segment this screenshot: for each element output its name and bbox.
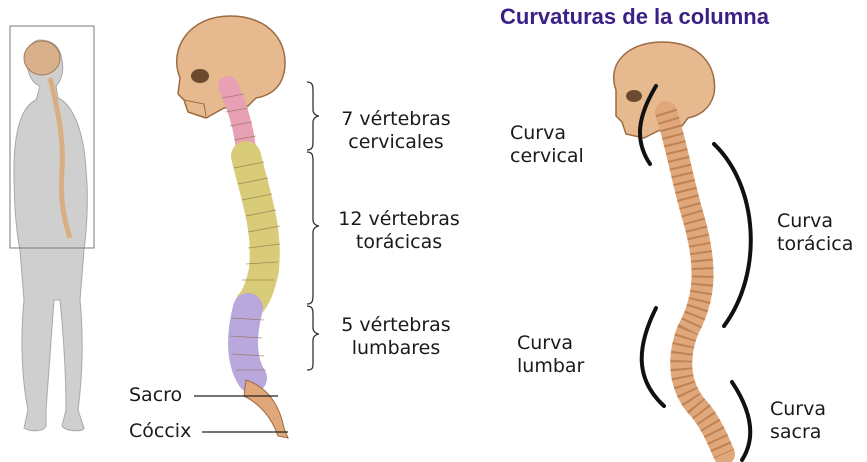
curve-arcs: [630, 82, 780, 462]
curve-name: torácica: [777, 233, 853, 256]
thoracic-curve-label: Curva torácica: [777, 210, 853, 256]
body-figure-panel: [0, 0, 110, 462]
sacral-curve-label: Curva sacra: [770, 398, 826, 444]
sacral-curve-arc: [732, 382, 750, 460]
thoracic-vertebrae: [246, 156, 265, 304]
cervical-name-text: cervicales: [326, 131, 466, 154]
curve-word: Curva: [770, 398, 826, 421]
human-body-figure: [0, 0, 110, 462]
thoracic-label: 12 vértebras torácicas: [326, 208, 472, 254]
lumbar-curve-label: Curva lumbar: [517, 332, 584, 378]
lumbar-count-text: 5 vértebras: [326, 314, 466, 337]
curve-name: cervical: [510, 145, 584, 168]
cervical-label: 7 vértebras cervicales: [326, 108, 466, 154]
curve-name: sacra: [770, 421, 826, 444]
page-title: Curvaturas de la columna: [500, 4, 769, 30]
thoracic-name-text: torácicas: [326, 231, 472, 254]
lumbar-label: 5 vértebras lumbares: [326, 314, 466, 360]
lumbar-name-text: lumbares: [326, 337, 466, 360]
coccix-label: Cóccix: [129, 420, 191, 443]
cervical-curve-label: Curva cervical: [510, 122, 584, 168]
sacro-label: Sacro: [129, 384, 182, 407]
pointer-lines: [190, 390, 300, 450]
cervical-count-text: 7 vértebras: [326, 108, 466, 131]
curve-word: Curva: [510, 122, 584, 145]
thoracic-count-text: 12 vértebras: [326, 208, 472, 231]
lumbar-curve-arc: [642, 308, 664, 406]
cervical-curve-arc: [640, 86, 656, 164]
curve-word: Curva: [517, 332, 584, 355]
curve-name: lumbar: [517, 355, 584, 378]
vertebrae-brackets: [303, 82, 323, 412]
curve-word: Curva: [777, 210, 853, 233]
thoracic-curve-arc: [714, 144, 751, 326]
